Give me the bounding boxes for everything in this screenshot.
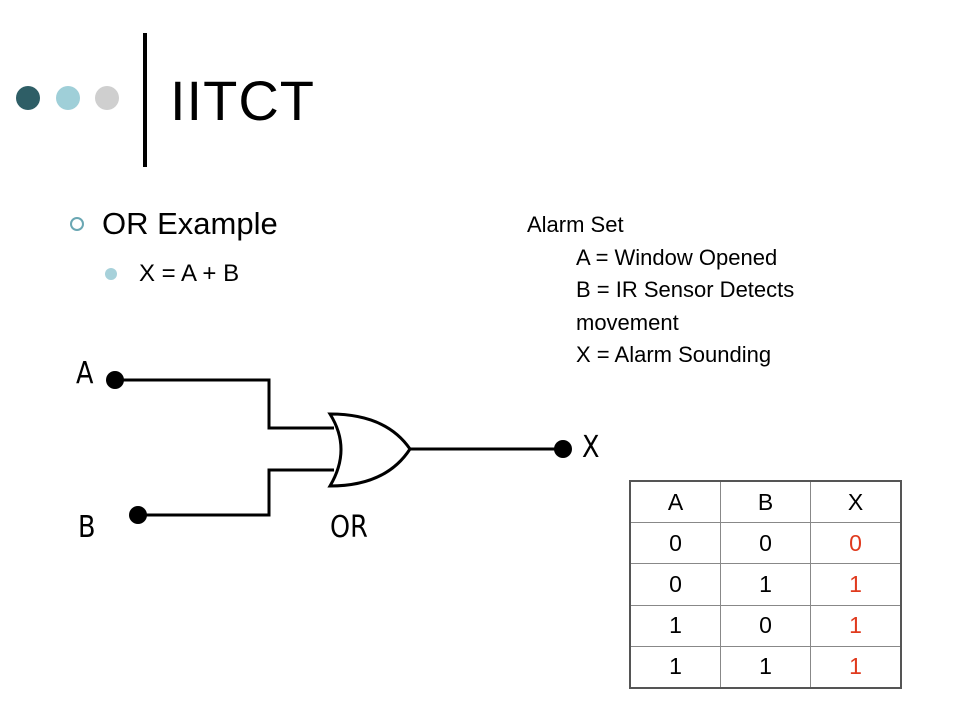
alarm-line-a: A = Window Opened <box>576 244 778 270</box>
output-x-terminal <box>554 440 572 458</box>
title-divider <box>143 33 147 167</box>
header-x: X <box>810 480 902 524</box>
alarm-line-x: X = Alarm Sounding <box>576 342 772 367</box>
decor-dot-teal <box>56 86 80 110</box>
table-row: 1 1 1 <box>629 645 902 689</box>
input-b-label: B <box>78 510 96 545</box>
cell-a: 1 <box>629 645 721 689</box>
cell-x: 1 <box>810 645 902 689</box>
sub-bullet-text: X = A + B <box>139 260 240 287</box>
output-x-label: X <box>582 430 600 465</box>
cell-b: 0 <box>720 604 811 647</box>
cell-a: 0 <box>629 563 721 606</box>
decor-dot-dark <box>16 86 40 110</box>
sub-bullet-item: X = A + B <box>105 260 239 288</box>
slide-title: IITCT <box>170 69 315 132</box>
bullet-item: OR Example <box>70 206 278 241</box>
gate-label: OR <box>330 510 368 545</box>
bullet-text: OR Example <box>102 206 278 241</box>
input-a-label: A <box>76 356 94 391</box>
header-a: A <box>629 480 721 524</box>
alarm-line-b-cont: movement <box>576 309 679 335</box>
cell-b: 1 <box>720 645 811 689</box>
cell-b: 0 <box>720 522 811 565</box>
cell-x: 0 <box>810 522 902 565</box>
header-b: B <box>720 480 811 524</box>
slide-decoration <box>16 86 119 110</box>
input-a-terminal <box>106 371 124 389</box>
cell-x: 1 <box>810 563 902 606</box>
or-gate-icon <box>327 412 412 488</box>
decor-dot-gray <box>95 86 119 110</box>
alarm-line-b: B = IR Sensor Detects <box>576 277 795 302</box>
ring-bullet-icon <box>70 217 84 231</box>
alarm-heading: Alarm Set <box>527 212 624 237</box>
cell-a: 1 <box>629 604 721 647</box>
cell-a: 0 <box>629 522 721 565</box>
table-header-row: A B X <box>629 480 902 524</box>
table-row: 0 1 1 <box>629 563 902 606</box>
alarm-description: Alarm Set A = Window Opened B = IR Senso… <box>527 209 794 372</box>
cell-x: 1 <box>810 604 902 647</box>
truth-table: A B X 0 0 0 0 1 1 1 0 1 1 1 1 <box>629 480 902 689</box>
input-b-terminal <box>129 506 147 524</box>
table-row: 0 0 0 <box>629 522 902 565</box>
wire-a <box>115 378 334 430</box>
wire-b <box>138 468 334 517</box>
table-row: 1 0 1 <box>629 604 902 647</box>
dot-bullet-icon <box>105 268 117 280</box>
cell-b: 1 <box>720 563 811 606</box>
